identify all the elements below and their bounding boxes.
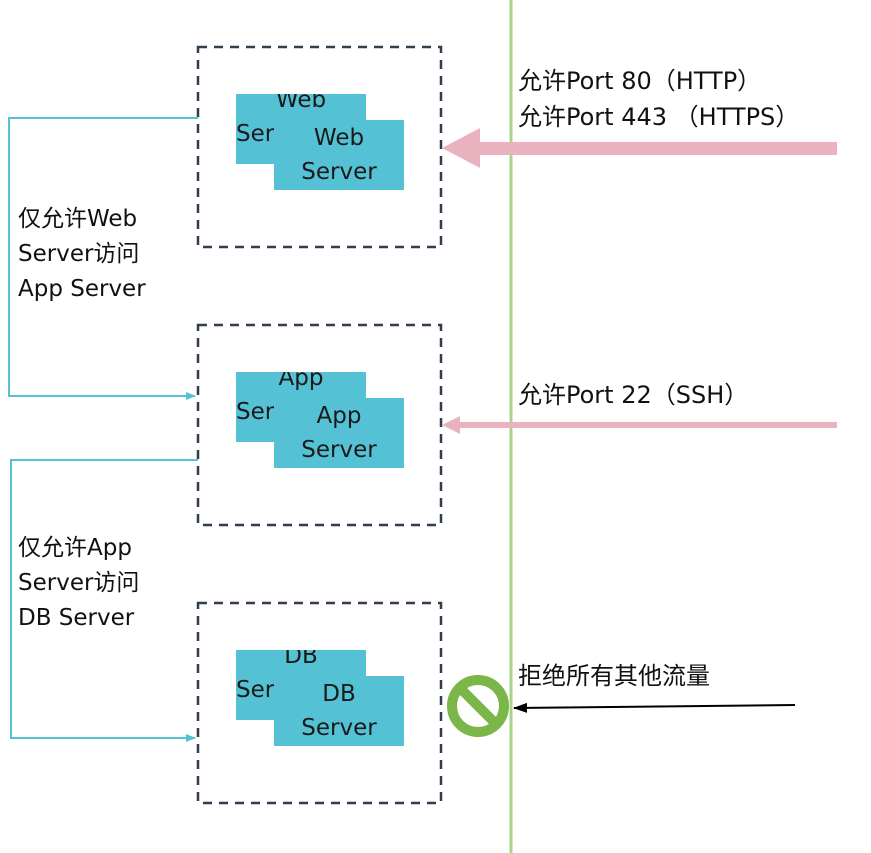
http-arrow-shaft [478, 142, 837, 155]
db-server-line1: DB [322, 681, 356, 707]
web-to-app-connector [8, 117, 198, 400]
app-inbound-line1: 允许Port 22（SSH） [518, 381, 749, 409]
web-to-app-rule: 仅允许Web Server访问 App Server [18, 202, 146, 307]
app-security-group [196, 323, 443, 527]
deny-arrow [513, 702, 796, 713]
web-to-app-rule-line1: 仅允许Web [18, 206, 138, 232]
http-arrow-head [442, 128, 480, 168]
web-to-app-rule-line2: Server访问 [18, 241, 140, 267]
deny-icon [447, 675, 509, 737]
web-server-line2: Server [301, 159, 377, 185]
db-security-group [196, 601, 443, 805]
deny-label: 拒绝所有其他流量 [518, 658, 710, 694]
app-server-back-line1: App [278, 372, 324, 391]
web-server-back-line1: Web [275, 94, 327, 113]
db-server: DB Server [274, 676, 404, 746]
ssh-arrow-head [442, 416, 460, 434]
deny-line1: 拒绝所有其他流量 [518, 662, 710, 690]
ssh-arrow-shaft [456, 422, 837, 428]
web-inbound-line2: 允许Port 443 （HTTPS） [518, 103, 800, 131]
db-server-back-line1: DB [284, 650, 318, 669]
web-inbound-label: 允许Port 80（HTTP） 允许Port 443 （HTTPS） [518, 63, 799, 135]
app-to-db-rule-line3: DB Server [18, 605, 135, 631]
app-to-db-connector [10, 459, 198, 742]
web-security-group [196, 45, 443, 249]
app-to-db-rule: 仅允许App Server访问 DB Server [18, 531, 139, 636]
app-inbound-label: 允许Port 22（SSH） [518, 377, 748, 413]
web-to-app-rule-line3: App Server [18, 276, 146, 302]
db-server-line2: Server [301, 715, 377, 741]
web-inbound-line1: 允许Port 80（HTTP） [518, 67, 762, 95]
app-to-db-rule-line1: 仅允许App [18, 535, 132, 561]
app-server-line1: App [316, 403, 362, 429]
app-to-db-rule-line2: Server访问 [18, 570, 140, 596]
app-server-line2: Server [301, 437, 377, 463]
web-server-line1: Web [313, 125, 365, 151]
